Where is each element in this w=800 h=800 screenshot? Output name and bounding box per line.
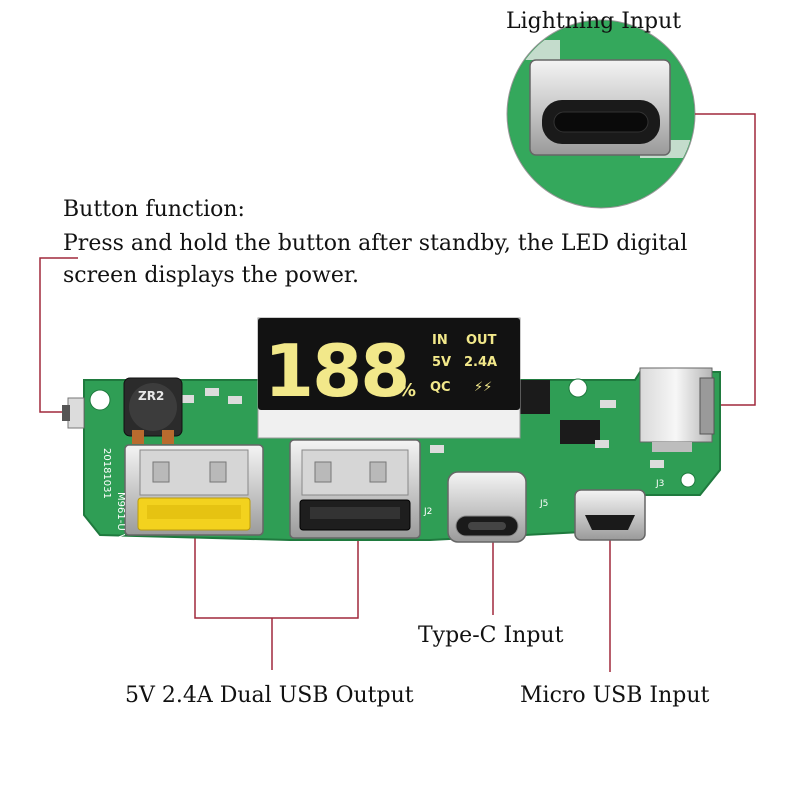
lcd-current-label: 2.4A <box>464 355 497 370</box>
button-function-description: Press and hold the button after standby,… <box>63 231 688 288</box>
j2-marking: J2 <box>423 507 432 517</box>
lcd-in-label: IN <box>432 333 448 348</box>
callout-lines <box>39 113 756 672</box>
type-c-input-label: Type-C Input <box>418 623 564 648</box>
model-marking: M961-U V1.0 <box>115 492 126 557</box>
lcd-bolt-icons: ⚡⚡ <box>474 380 492 395</box>
inductor <box>123 377 183 444</box>
micro-usb-port <box>574 489 646 541</box>
lcd-voltage-label: 5V <box>432 355 451 370</box>
edge-port <box>639 367 715 452</box>
lcd-percent: % <box>398 380 416 401</box>
side-button <box>62 397 85 429</box>
button-callout-line <box>39 257 78 413</box>
j3-marking: J3 <box>655 479 664 489</box>
j5-marking: J5 <box>539 499 548 509</box>
button-function-title: Button function: <box>63 197 245 222</box>
date-marking: 20181031 <box>101 448 112 499</box>
lcd-out-label: OUT <box>466 333 497 348</box>
usb-a-port-black <box>289 439 421 539</box>
lcd-qc-label: QC <box>430 380 451 395</box>
usb-a-port-yellow <box>124 444 264 536</box>
lightning-input-label: Lightning Input <box>506 9 682 34</box>
lcd-digits: 188 <box>264 329 408 413</box>
lightning-callout-line <box>695 113 756 406</box>
type-c-port <box>447 471 527 543</box>
micro-usb-input-label: Micro USB Input <box>520 683 710 708</box>
dual-usb-output-label: 5V 2.4A Dual USB Output <box>125 683 414 708</box>
lightning-zoom-circle <box>506 19 696 209</box>
lcd-display <box>257 317 521 439</box>
lcd-screen <box>258 318 520 410</box>
inductor-marking: ZR2 <box>138 389 164 403</box>
usb-callout-top-line <box>194 535 359 619</box>
